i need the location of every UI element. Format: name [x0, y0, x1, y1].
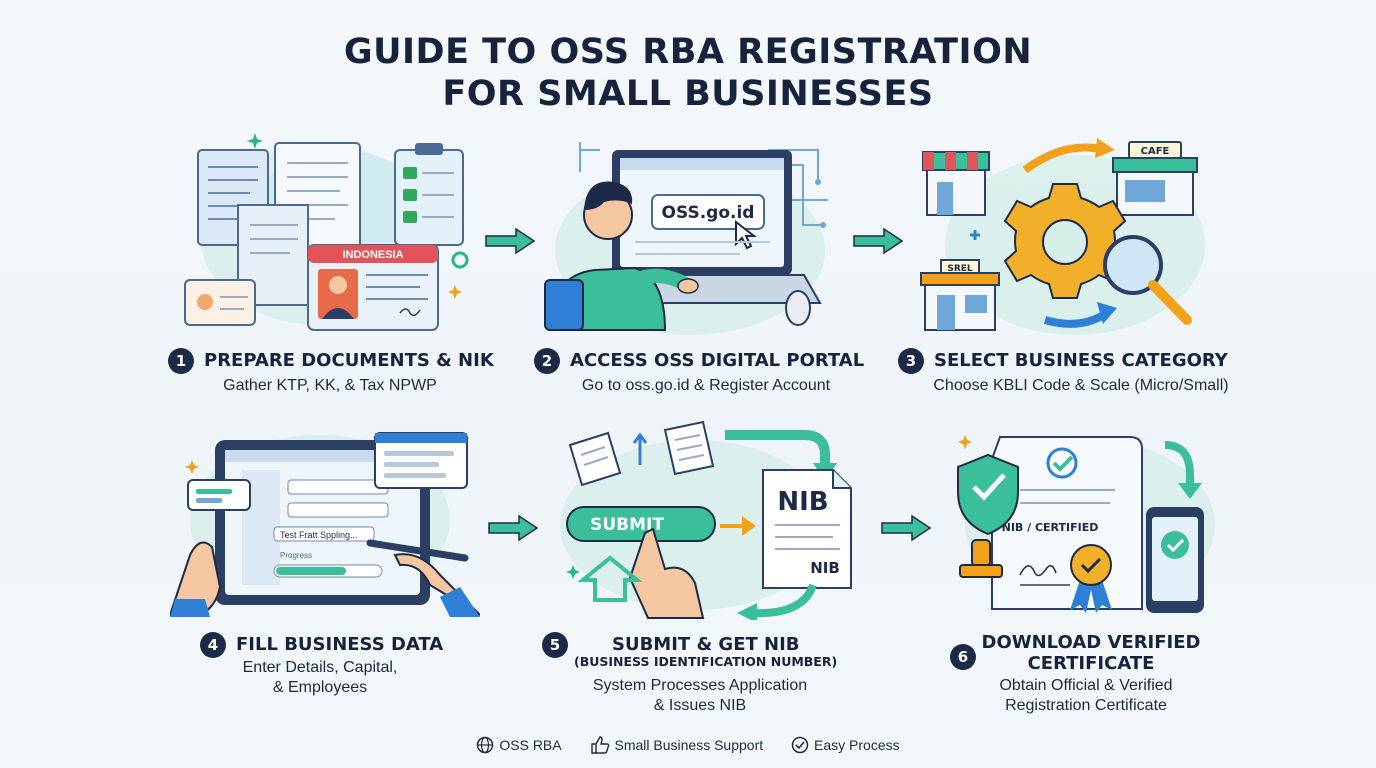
step-3-description: Choose KBLI Code & Scale (Micro/Small) [933, 377, 1229, 394]
laptop-icon: OSS.go.id [544, 142, 828, 335]
arrow-right-icon [853, 227, 904, 255]
portal-url-label: OSS.go.id [662, 203, 755, 223]
submit-icon: SUBMIT NIB NIB [560, 420, 852, 620]
step-number-badge: 5 [542, 632, 568, 658]
certificate-icon: NIB / CERTIFIED [957, 435, 1215, 613]
step-2-description: Go to oss.go.id & Register Account [581, 377, 831, 394]
shop-sign-cafe: CAFE [1141, 146, 1170, 157]
nib-doc-small-label: NIB [810, 559, 840, 577]
footer: OSS RBA Small Business Support Easy Proc… [0, 736, 1376, 757]
nib-doc-label: NIB [777, 487, 828, 517]
arrow-right-icon [488, 514, 539, 542]
page-title: GUIDE TO OSS RBA REGISTRATION [343, 32, 1033, 72]
step-5-subtitle: (BUSINESS IDENTIFICATION NUMBER) [574, 654, 838, 669]
shop-sign-srel: SREL [947, 264, 973, 274]
step-number-badge: 1 [168, 348, 194, 374]
thumbs-up-icon [590, 736, 609, 754]
gear-icon: CAFE SREL [920, 138, 1205, 335]
check-circle-icon [791, 736, 809, 754]
form-field-text: Test Fratt Sppling... [280, 530, 358, 540]
step-4-description: Enter Details, Capital,& Employees [242, 659, 398, 696]
step-number-badge: 3 [898, 348, 924, 374]
globe-icon [477, 736, 494, 754]
step-number-badge: 6 [950, 644, 976, 670]
footer-item-easy: Easy Process [791, 736, 900, 754]
progress-label: Progress [280, 551, 312, 560]
footer-item-oss-rba: OSS RBA [476, 736, 562, 754]
documents-icon: INDONESIA [184, 133, 469, 331]
arrow-right-icon [881, 514, 932, 542]
certificate-label: NIB / CERTIFIED [1002, 521, 1099, 534]
step-1-description: Gather KTP, KK, & Tax NPWP [223, 377, 437, 394]
id-card-label: INDONESIA [342, 249, 403, 261]
arrow-right-icon [485, 227, 536, 255]
step-6-title: 6 [950, 632, 986, 670]
footer-item-support: Small Business Support [590, 736, 763, 754]
tablet-icon: Test Fratt Sppling... Progress [170, 432, 480, 617]
step-number-badge: 2 [534, 348, 560, 374]
page-title-line-2: FOR SMALL BUSINESSES [442, 74, 934, 114]
step-number-badge: 4 [200, 632, 226, 658]
submit-button-label: SUBMIT [590, 515, 664, 535]
step-5-description: System Processes Application& Issues NIB [592, 677, 808, 714]
